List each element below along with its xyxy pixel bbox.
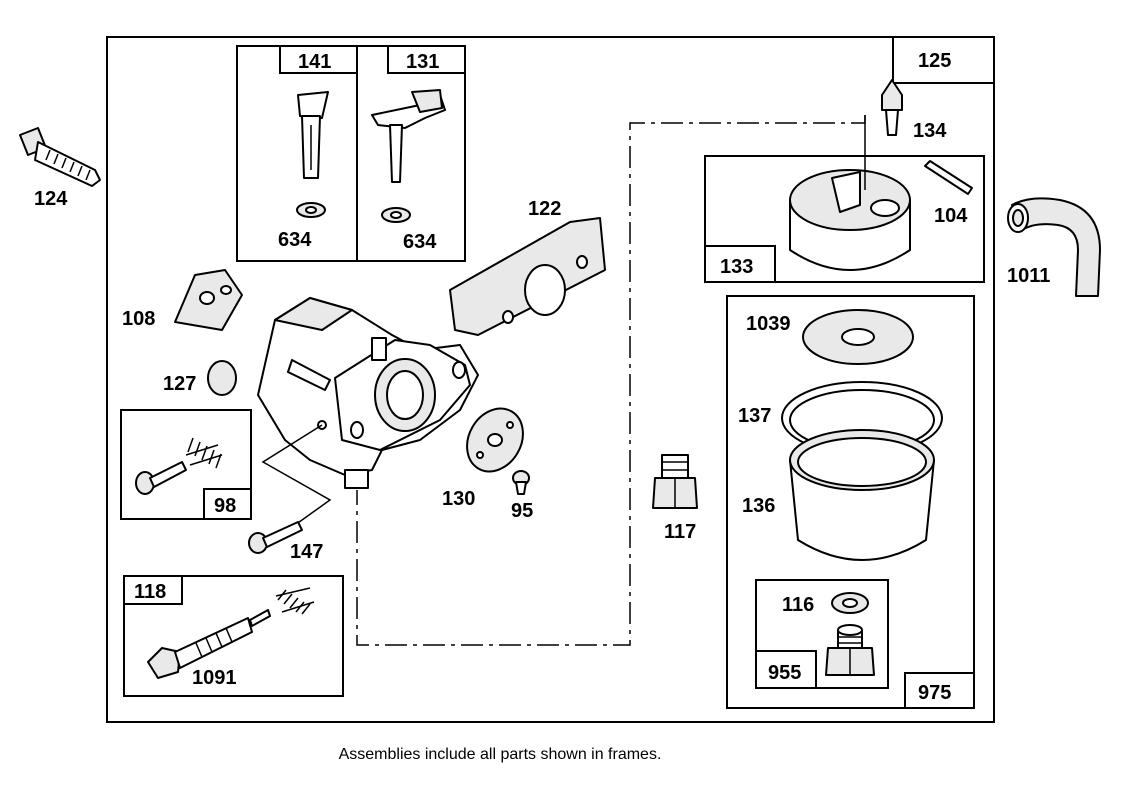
frame-975 bbox=[726, 295, 975, 709]
fuel-hose-1011[interactable] bbox=[1007, 197, 1101, 297]
label-1039: 1039 bbox=[746, 313, 791, 335]
screw-95[interactable] bbox=[512, 470, 530, 495]
carburetor-body[interactable] bbox=[257, 297, 479, 489]
idle-screw-98[interactable] bbox=[135, 437, 223, 495]
label-box-133 bbox=[704, 245, 776, 283]
label-634-right: 634 bbox=[403, 231, 437, 253]
label-141: 141 bbox=[298, 51, 331, 73]
plate-130[interactable] bbox=[456, 398, 534, 481]
washer-1039[interactable] bbox=[802, 309, 914, 365]
frame-98 bbox=[120, 409, 252, 520]
plug-127[interactable] bbox=[207, 360, 237, 396]
throttle-shaft-131[interactable] bbox=[371, 89, 446, 223]
label-box-141 bbox=[279, 45, 358, 74]
label-1011: 1011 bbox=[1007, 265, 1050, 287]
label-108: 108 bbox=[122, 308, 155, 330]
label-box-125 bbox=[892, 36, 995, 84]
label-634-left: 634 bbox=[278, 229, 312, 251]
label-98: 98 bbox=[214, 495, 236, 517]
choke-shaft-141[interactable] bbox=[296, 91, 329, 218]
frame-133 bbox=[704, 155, 985, 283]
hinge-pin-104[interactable] bbox=[924, 160, 973, 195]
label-975: 975 bbox=[918, 682, 951, 704]
choke-plate-108[interactable] bbox=[174, 269, 243, 331]
label-118: 118 bbox=[134, 581, 166, 603]
float-bowl-136[interactable] bbox=[789, 429, 935, 561]
label-95: 95 bbox=[511, 500, 533, 522]
bowl-nut-955[interactable] bbox=[825, 624, 875, 676]
label-125: 125 bbox=[918, 50, 951, 72]
outer-frame bbox=[106, 36, 995, 723]
float-133[interactable] bbox=[789, 169, 911, 271]
label-117: 117 bbox=[664, 521, 696, 543]
label-1091: 1091 bbox=[192, 667, 237, 689]
label-131: 131 bbox=[406, 51, 439, 73]
mixture-screw-147[interactable] bbox=[248, 521, 303, 554]
leader-147 bbox=[261, 424, 332, 526]
gasket-122[interactable] bbox=[449, 217, 606, 336]
label-955: 955 bbox=[768, 662, 801, 684]
label-127: 127 bbox=[163, 373, 196, 395]
frame-118 bbox=[123, 575, 344, 697]
frame-141-131 bbox=[236, 45, 466, 262]
frame-955 bbox=[755, 579, 889, 689]
label-box-955 bbox=[755, 650, 817, 689]
label-133: 133 bbox=[720, 256, 753, 278]
label-130: 130 bbox=[442, 488, 475, 510]
label-box-131 bbox=[387, 45, 466, 74]
label-box-118 bbox=[123, 575, 183, 605]
washer-116[interactable] bbox=[831, 592, 869, 614]
label-116: 116 bbox=[782, 594, 814, 616]
bolt-124[interactable] bbox=[19, 127, 101, 187]
label-136: 136 bbox=[742, 495, 775, 517]
label-box-98 bbox=[203, 488, 252, 520]
needle-valve-1091[interactable] bbox=[147, 587, 315, 679]
fitting-117[interactable] bbox=[652, 454, 698, 509]
label-137: 137 bbox=[738, 405, 771, 427]
label-122: 122 bbox=[528, 198, 561, 220]
footnote-caption: Assemblies include all parts shown in fr… bbox=[338, 746, 662, 763]
inlet-needle-134[interactable] bbox=[881, 79, 903, 136]
label-134: 134 bbox=[913, 120, 947, 142]
label-box-975 bbox=[904, 672, 975, 709]
label-147: 147 bbox=[290, 541, 323, 563]
label-124: 124 bbox=[34, 188, 68, 210]
label-104: 104 bbox=[934, 205, 968, 227]
